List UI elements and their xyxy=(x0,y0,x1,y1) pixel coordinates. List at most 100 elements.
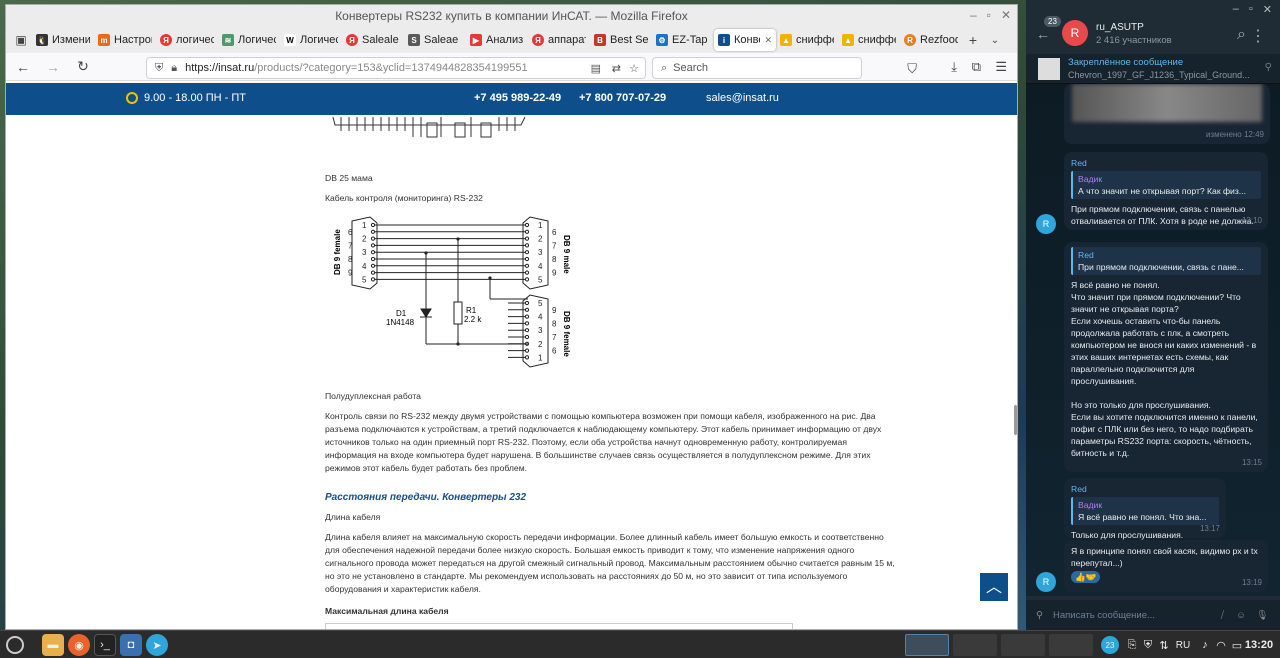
ez-icon: ⚙ xyxy=(656,34,668,46)
pin-label-bottom: 6 xyxy=(552,347,557,356)
keyboard-layout[interactable]: RU xyxy=(1172,634,1194,656)
tab-10[interactable]: ⚙EZ-Tap F xyxy=(652,29,714,51)
minimize-icon[interactable]: – xyxy=(1232,3,1239,15)
avatar-letter: R xyxy=(1042,219,1050,229)
message-bubble-4[interactable]: Я в принципе понял свой касяк, видимо рх… xyxy=(1064,540,1268,592)
maximize-icon[interactable]: ▫ xyxy=(986,8,991,22)
yandex-icon: Я xyxy=(532,34,544,46)
tab-7[interactable]: ▶Анализ xyxy=(466,29,528,51)
workspace-4[interactable] xyxy=(1049,634,1093,656)
reload-icon[interactable]: ↻ xyxy=(77,58,89,74)
max-length-title: Максимальная длина кабеля xyxy=(325,606,449,616)
taskbar: ▬ ◉ ›_ ◘ ➤ 23 ⎘ ⛨ ⇅ RU ♪ ◠ ▭ 13:20 xyxy=(0,630,1280,658)
minimize-icon[interactable]: – xyxy=(969,8,977,22)
tab-12[interactable]: ▲сниффе xyxy=(776,29,838,51)
maximize-icon[interactable]: ▫ xyxy=(1248,3,1253,15)
phone-link-1[interactable]: +7 495 989-22-49 xyxy=(474,92,562,104)
workspace-3[interactable] xyxy=(1001,634,1045,656)
pin-label-right: 5 xyxy=(538,275,543,284)
pin-dot xyxy=(370,277,376,282)
search-input[interactable]: ⌕ Search xyxy=(652,57,862,79)
commands-icon[interactable]: ⧸ xyxy=(1220,609,1224,621)
new-tab-icon[interactable]: + xyxy=(968,32,978,48)
menu-icon[interactable]: ☰ xyxy=(995,59,1007,74)
shield-icon[interactable]: ⛨ xyxy=(1143,638,1153,651)
workspace-2[interactable] xyxy=(953,634,997,656)
pin-icon[interactable]: ⚲ xyxy=(1264,62,1272,73)
sender-avatar[interactable]: R xyxy=(1036,572,1056,592)
network-icon[interactable]: ⇅ xyxy=(1159,639,1169,652)
battery-icon[interactable]: ▭ xyxy=(1231,639,1243,652)
sender-name: Red xyxy=(1071,484,1087,494)
microphone-icon[interactable]: 🎙︎ xyxy=(1255,609,1268,621)
tray-telegram-icon[interactable]: 23 xyxy=(1101,636,1119,654)
scroll-to-top-button[interactable]: ︿ xyxy=(980,573,1008,601)
workspace-1[interactable] xyxy=(905,634,949,656)
tab-3[interactable]: ≋Логичес xyxy=(218,29,280,51)
firefox-icon[interactable]: ◉ xyxy=(68,634,90,656)
attach-icon[interactable]: ⚲ xyxy=(1036,609,1043,621)
chat-avatar[interactable]: R xyxy=(1062,20,1088,46)
phone-link-2[interactable]: +7 800 707-07-29 xyxy=(579,92,667,104)
message-time: 13:15 xyxy=(1241,458,1262,467)
tab-list-icon[interactable]: ▣ xyxy=(15,33,27,47)
download-icon[interactable]: ⤓ xyxy=(951,59,957,74)
tab-label: логичес xyxy=(176,34,214,46)
sender-avatar[interactable]: R xyxy=(1036,214,1056,234)
extensions-icon[interactable]: ⧉ xyxy=(971,59,981,74)
close-tab-icon[interactable]: ✕ xyxy=(764,34,772,45)
tab-11-active[interactable]: iКонве✕ xyxy=(714,29,776,51)
reaction-chip[interactable]: 👍🤝 xyxy=(1071,571,1101,583)
back-icon[interactable]: ← xyxy=(16,58,30,75)
search-placeholder: Search xyxy=(673,62,709,74)
forward-icon[interactable]: → xyxy=(46,58,60,75)
clipboard-icon[interactable]: ⎘ xyxy=(1127,638,1137,651)
wifi-icon[interactable]: ◠ xyxy=(1216,639,1226,652)
screenshot-icon[interactable]: ◘ xyxy=(120,634,142,656)
translate-icon[interactable]: ⇄ xyxy=(611,62,621,75)
tab-13[interactable]: ▲сниффе xyxy=(838,29,900,51)
lock-icon[interactable]: 🔒︎ xyxy=(171,61,178,74)
emoji-icon[interactable]: ☺ xyxy=(1236,609,1246,621)
message-input[interactable]: Написать сообщение... xyxy=(1052,609,1155,621)
bookmark-star-icon[interactable]: ☆ xyxy=(629,62,639,75)
telegram-icon[interactable]: ➤ xyxy=(146,634,168,656)
audio-icon[interactable]: ♪ xyxy=(1202,639,1208,651)
terminal-icon[interactable]: ›_ xyxy=(94,634,116,656)
message-bubble-image[interactable]: изменено 12:49 xyxy=(1064,84,1270,144)
email-link[interactable]: sales@insat.ru xyxy=(706,92,779,104)
close-icon[interactable]: ✕ xyxy=(1000,8,1011,22)
pin-dot xyxy=(370,263,376,268)
tab-0[interactable]: 🐧Измени xyxy=(32,29,94,51)
more-icon[interactable]: ⋮ xyxy=(1250,28,1266,45)
back-arrow-icon[interactable]: ← xyxy=(1036,26,1050,42)
tab-1[interactable]: mНастрой xyxy=(94,29,156,51)
reader-icon[interactable]: ▤ xyxy=(590,62,601,75)
shield-icon[interactable]: ⛨ xyxy=(155,61,164,74)
search-icon[interactable]: ⌕ xyxy=(1237,26,1246,43)
url-bar[interactable]: ⛨ 🔒︎ https://insat.ru/products/?category… xyxy=(146,57,646,79)
menu-launcher-icon[interactable] xyxy=(6,636,24,654)
clock[interactable]: 13:20 xyxy=(1242,634,1276,656)
scrollbar[interactable] xyxy=(1014,405,1017,435)
pocket-icon[interactable]: ⛉ xyxy=(907,61,917,76)
chevron-down-icon[interactable]: ⌄ xyxy=(990,34,1000,46)
section-heading: Расстояния передачи. Конвертеры 232 xyxy=(325,492,527,503)
close-icon[interactable]: ✕ xyxy=(1262,4,1272,16)
chat-name[interactable]: ru_ASUTP xyxy=(1096,22,1144,33)
files-icon[interactable]: ▬ xyxy=(42,634,64,656)
pinned-message[interactable]: Закреплённое сообщение Chevron_1997_GF_J… xyxy=(1026,54,1280,84)
